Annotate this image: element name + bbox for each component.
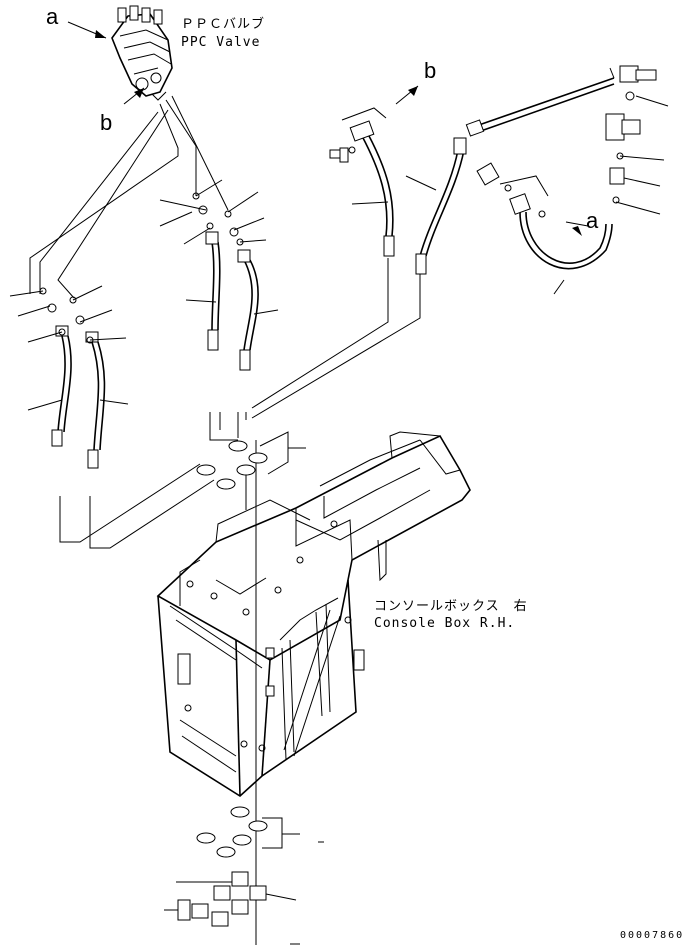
hoses-left <box>39 287 106 469</box>
ppc-valve-title-jp: ＰＰＣバルブ <box>181 17 266 32</box>
console-box-drawing <box>156 431 471 798</box>
hose-upper-middle <box>329 107 395 257</box>
washers-middle <box>196 431 289 490</box>
ppc-valve-drawing <box>111 5 173 101</box>
callout-b-label-left: b <box>100 110 113 135</box>
callout-a-label-right: a <box>586 208 599 233</box>
callout-b-label-right: b <box>424 58 437 83</box>
callout-a-label-top-left: a <box>46 4 59 29</box>
hoses-middle <box>192 192 259 371</box>
hose-right <box>415 65 657 275</box>
callout-arrows <box>67 21 589 236</box>
drawing-number: 00007860 <box>620 930 685 941</box>
ppc-valve-title-en: PPC Valve <box>181 35 261 50</box>
console-box-title-jp: コンソールボックス 右 <box>374 599 528 614</box>
console-box-title-en: Console Box R.H. <box>374 616 516 631</box>
washers-bottom <box>177 806 283 927</box>
leader-lines <box>9 67 669 945</box>
